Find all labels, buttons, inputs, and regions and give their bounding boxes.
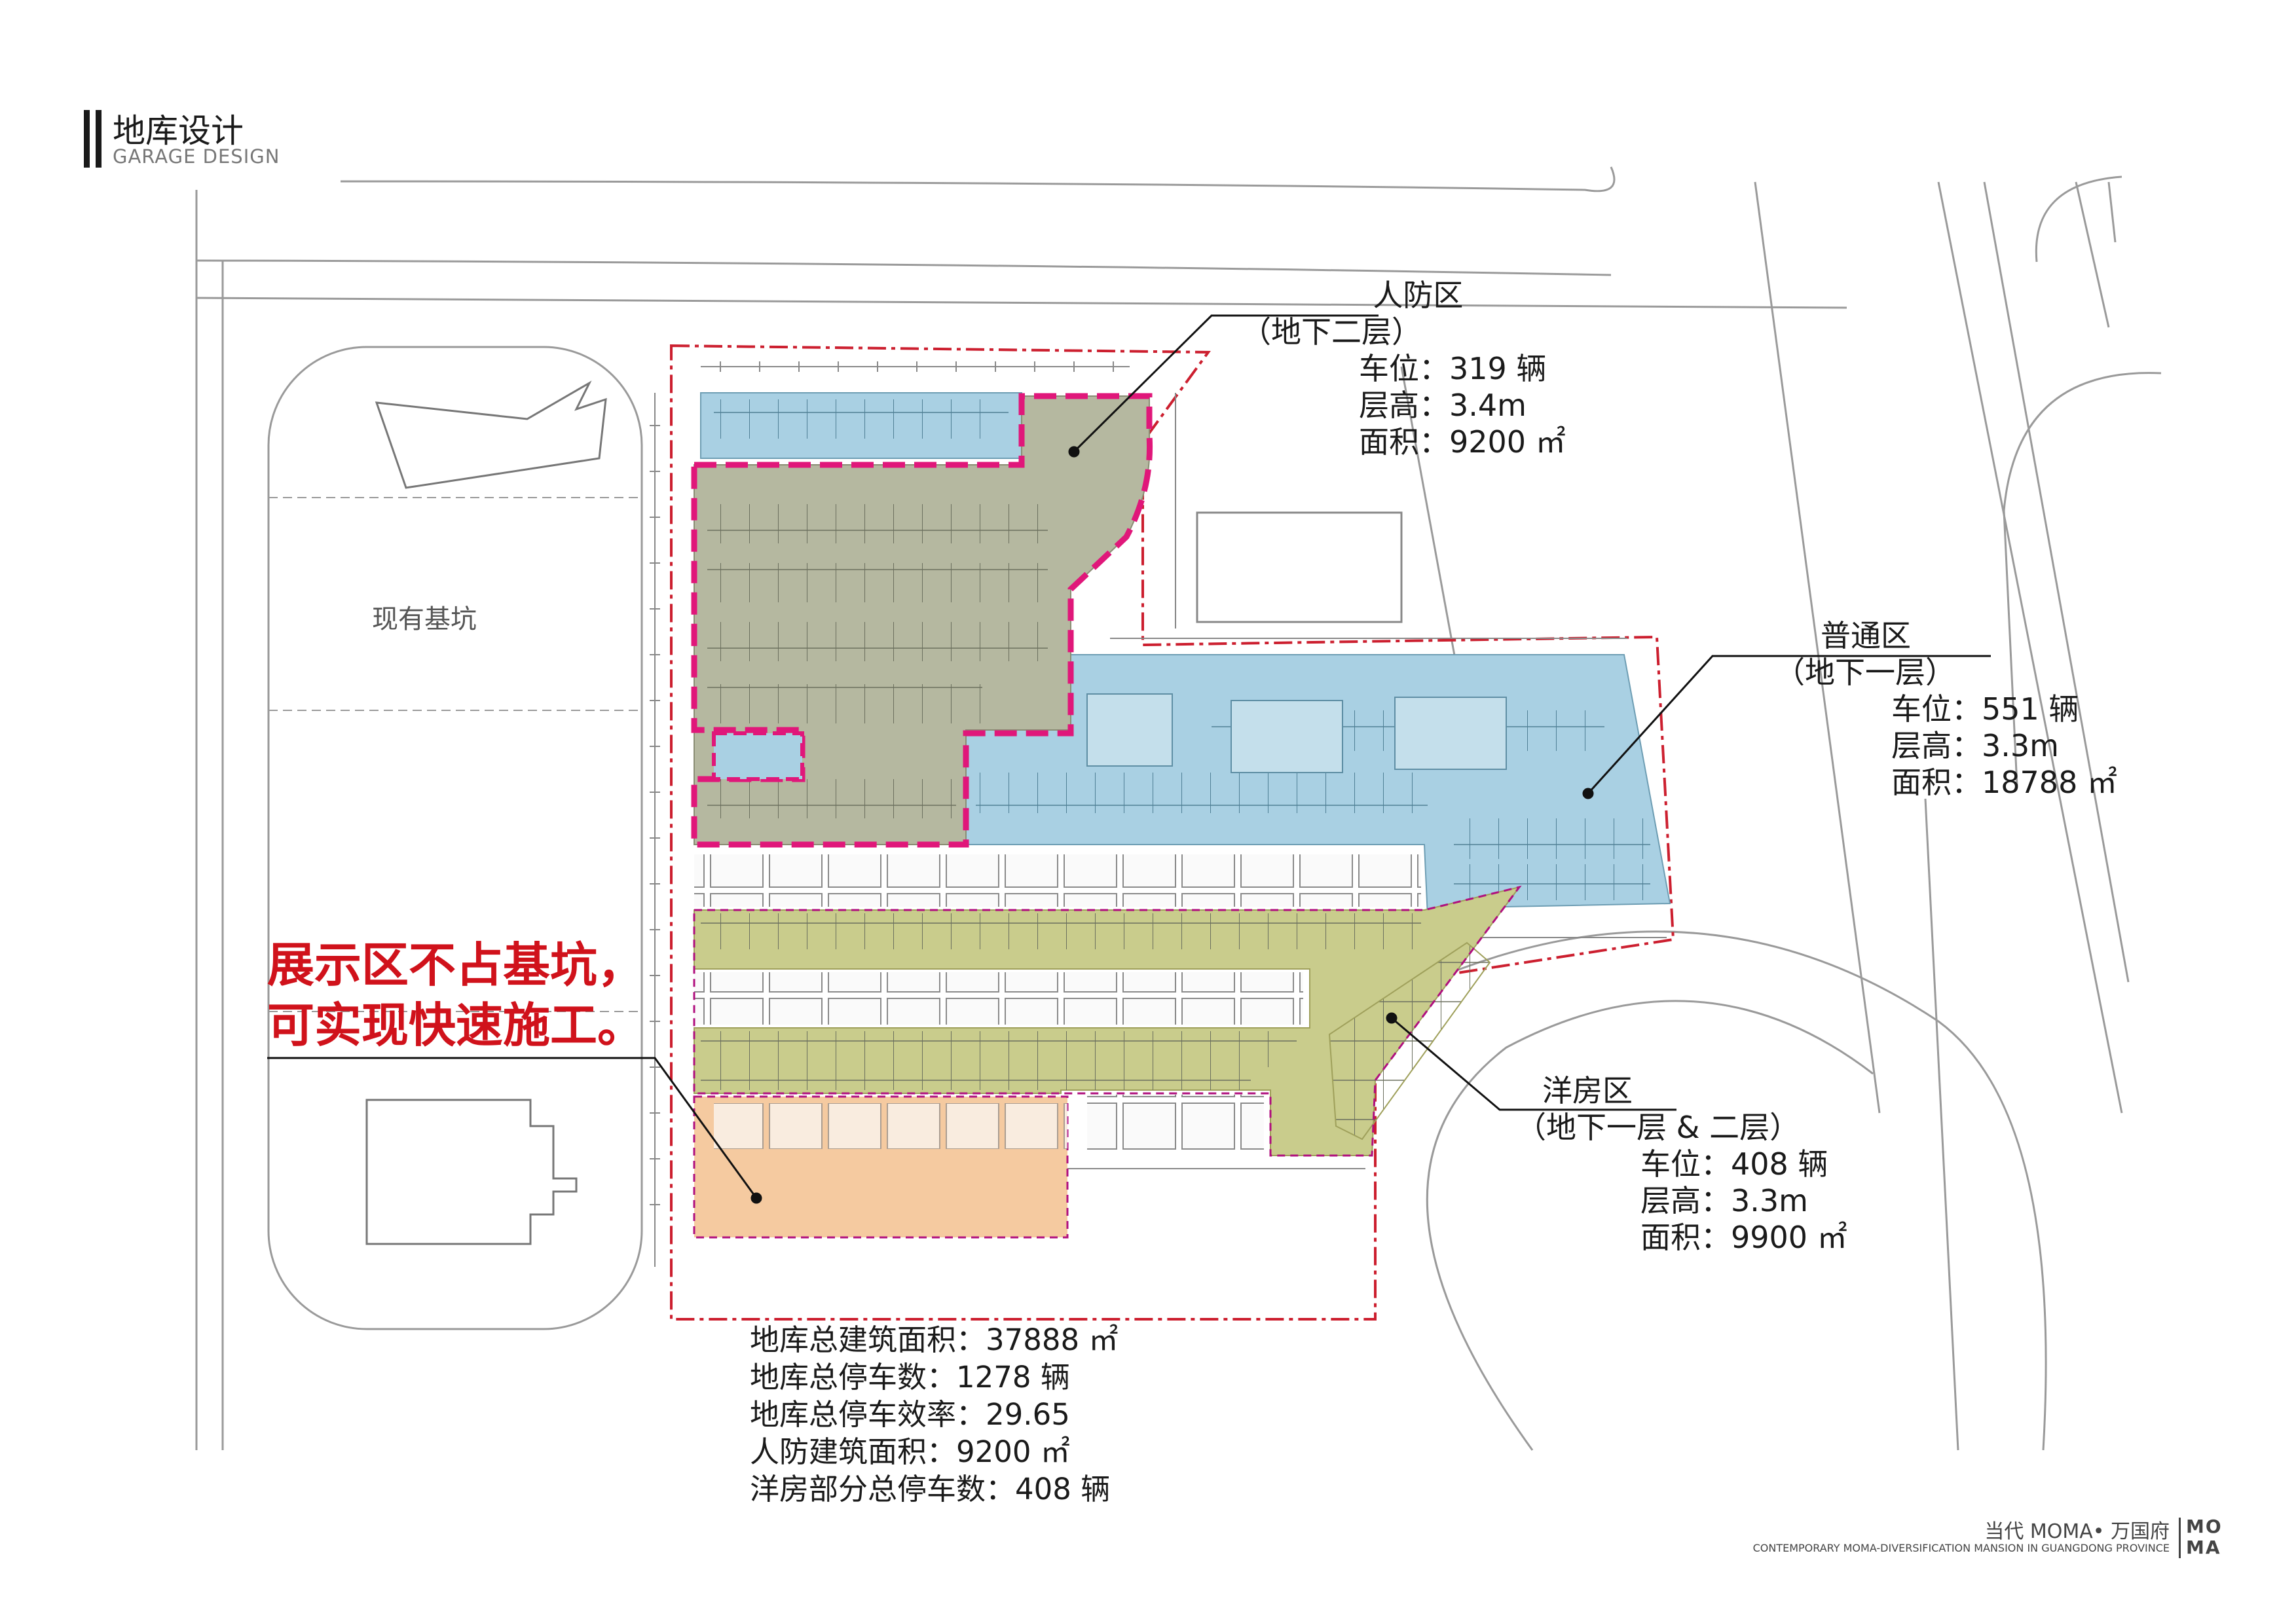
normal-zone-area: 面积：18788 ㎡ <box>1891 765 2117 800</box>
civil-defense-border <box>691 393 1153 848</box>
page-subtitle: GARAGE DESIGN <box>113 145 280 168</box>
existing-pit-outline <box>267 346 643 1330</box>
dimension-ticks <box>650 361 1114 1205</box>
normal-zone-stalls-5 <box>714 399 1009 439</box>
civil-defense-level: （地下二层） <box>1241 314 1422 350</box>
road-lines <box>195 166 2162 1451</box>
footer-project-name-en: CONTEMPORARY MOMA-DIVERSIFICATION MANSIO… <box>1752 1542 2170 1554</box>
callout-line-2: 可实现快速施工。 <box>267 998 645 1053</box>
civil-stalls-1 <box>707 504 1048 543</box>
display-area-callout: 展示区不占基坑， 可实现快速施工。 <box>267 935 644 1055</box>
civil-defense-inner-core <box>712 731 804 781</box>
normal-zone-name: 普通区 <box>1821 618 1911 653</box>
houses-row-1 <box>694 854 1421 907</box>
villa-zone-spaces: 车位：408 辆 <box>1640 1146 1828 1182</box>
villa-zone-level: （地下一层 & 二层） <box>1516 1110 1800 1145</box>
civil-defense-area: 面积：9200 ㎡ <box>1359 424 1566 460</box>
villa-stalls-1 <box>701 913 1421 949</box>
existing-pit-label: 现有基坑 <box>372 604 477 634</box>
summary-efficiency: 地库总停车效率：29.65 <box>750 1397 1070 1432</box>
civil-defense-spaces: 车位：319 辆 <box>1359 351 1547 386</box>
villa-zone-name: 洋房区 <box>1542 1073 1633 1108</box>
callout-line-1: 展示区不占基坑， <box>267 938 645 993</box>
normal-zone-stalls-1 <box>976 773 1428 813</box>
pit-building-shape <box>375 380 607 489</box>
moma-logo: MO MA <box>2186 1516 2223 1558</box>
villa-zone-border <box>693 885 1522 1157</box>
houses-row-2 <box>694 972 1303 1025</box>
title-bar-left <box>84 110 90 168</box>
pit-building-lower <box>365 1099 578 1245</box>
villa-ramp-stalls <box>1328 941 1491 1140</box>
civil-stalls-5 <box>707 779 956 818</box>
summary-villa-spaces: 洋房部分总停车数：408 辆 <box>750 1472 1111 1506</box>
villa-stalls-3 <box>701 1057 1251 1090</box>
villa-zone-height: 层高：3.3m <box>1640 1183 1808 1218</box>
summary-civil-area: 人防建筑面积：9200 ㎡ <box>750 1434 1070 1469</box>
title-bar-right <box>96 110 102 168</box>
normal-zone-spaces: 车位：551 辆 <box>1891 691 2079 727</box>
display-area-houses <box>714 1103 1067 1149</box>
houses-row-3 <box>1087 1095 1264 1154</box>
summary-total-area: 地库总建筑面积：37888 ㎡ <box>750 1322 1119 1357</box>
normal-zone-level: （地下一层） <box>1775 655 1955 690</box>
civil-stalls-2 <box>707 563 1048 602</box>
normal-zone-stalls-4 <box>1454 864 1650 900</box>
normal-zone-info: 普通区 （地下一层） 车位：551 辆 层高：3.3m 面积：18788 ㎡ <box>1775 617 2117 801</box>
page-title: 地库设计 <box>113 112 244 150</box>
normal-zone-height: 层高：3.3m <box>1891 728 2059 763</box>
summary-total-spaces: 地库总停车数：1278 辆 <box>750 1360 1070 1395</box>
logo-top: MO <box>2186 1516 2223 1537</box>
footer-project-name: 当代 MOMA• 万国府 <box>1984 1520 2170 1543</box>
villa-zone-area: 面积：9900 ㎡ <box>1640 1220 1847 1255</box>
normal-zone-stalls-3 <box>1454 818 1650 859</box>
east-building-footprint <box>1196 511 1403 623</box>
leader-lines <box>267 314 1991 1204</box>
villa-zone-info: 洋房区 （地下一层 & 二层） 车位：408 辆 层高：3.3m 面积：9900… <box>1516 1072 1847 1256</box>
civil-defense-height: 层高：3.4m <box>1359 388 1527 423</box>
civil-defense-name: 人防区 <box>1373 278 1464 313</box>
civil-stalls-4 <box>707 684 982 723</box>
logo-bottom: MA <box>2186 1537 2221 1558</box>
footer-divider <box>2179 1518 2181 1558</box>
civil-defense-info: 人防区 （地下二层） 车位：319 辆 层高：3.4m 面积：9200 ㎡ <box>1241 277 1566 460</box>
garage-summary: 地库总建筑面积：37888 ㎡ 地库总停车数：1278 辆 地库总停车效率：29… <box>750 1321 1118 1508</box>
civil-stalls-3 <box>707 622 1048 661</box>
site-boundary <box>670 344 1675 1321</box>
